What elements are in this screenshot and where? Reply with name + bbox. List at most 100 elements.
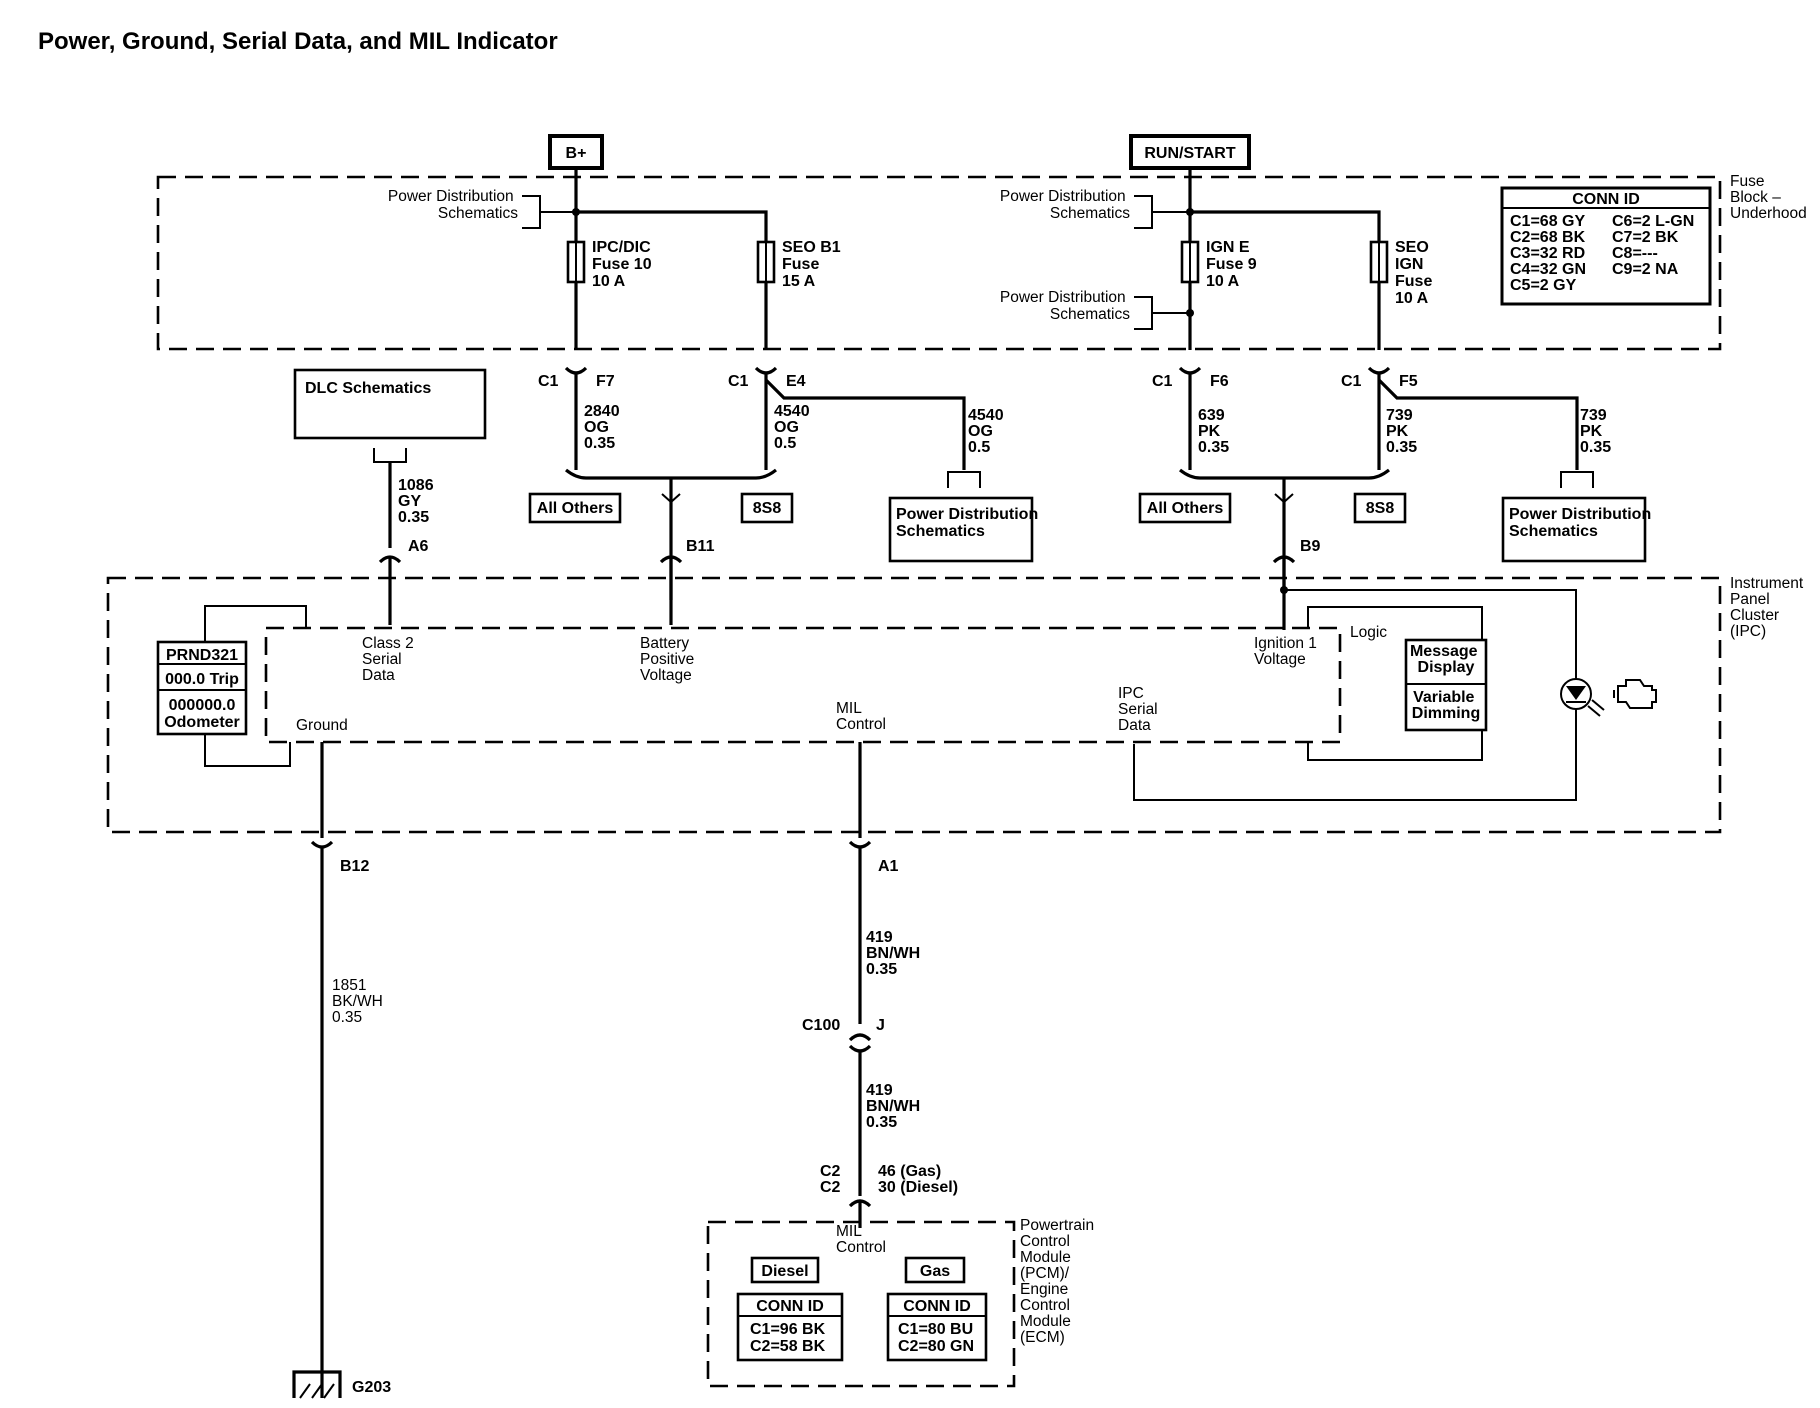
wire-739a: 739 PK 0.35 [1386,407,1417,456]
ipc-boundary [106,576,1722,834]
run-start-source [1129,134,1251,170]
diesel-conn-id-table [736,1292,844,1362]
conn-id-left-list: C1=68 GY C2=68 BK C3=32 RD C4=32 GN C5=2… [1510,213,1591,294]
pcm-ecm-label: Powertrain Control Module (PCM)/ Engine … [1020,1217,1098,1346]
fuse-seo-b1-label: SEO B1 Fuse 15 A [782,239,845,290]
gas-conn-id-table [886,1292,988,1362]
pd-bracket-right-mid [1134,296,1153,330]
c2-pins-label: 46 (Gas) 30 (Diesel) [878,1163,958,1196]
diagram-title: Power, Ground, Serial Data, and MIL Indi… [38,28,558,55]
svg-text:CONN ID: CONN ID [756,1298,824,1315]
svg-text:DLC Schematics: DLC Schematics [305,380,431,397]
bplus-bus-wire [576,210,768,350]
ipc-logic-boundary [264,626,1342,744]
svg-text:Message Display: Message Display [1410,643,1482,676]
connector-a1 [848,840,872,849]
ipc-label: Instrument Panel Cluster (IPC) [1730,575,1808,640]
ipc-logic-label: Logic [1350,624,1387,641]
pd-box-left-text: Power Distribution Schematics [896,506,1043,540]
wire-4540a: 4540 OG 0.5 [774,403,814,452]
c1-e4-c1: C1 [728,373,749,390]
ipc-battery-label: Battery Positive Voltage [640,635,699,684]
pd-right-mid-text: Power Distribution Schematics [1000,289,1130,323]
run-bus-wire [1190,210,1381,350]
ipc-mil-control-label: MIL Control [836,700,886,733]
svg-text:All Others: All Others [537,500,614,517]
svg-text:A6: A6 [408,538,429,555]
diesel-box [750,1256,820,1284]
fuse-seo-ign-label: SEO IGN Fuse 10 A [1395,239,1437,307]
ss8-left [740,492,794,524]
splice-bus-right [1179,468,1390,480]
ipc-ignition-label: Ignition 1 Voltage [1254,635,1321,668]
connector-b12 [310,840,334,849]
pd-right-top-text: Power Distribution Schematics [1000,188,1130,222]
conn-id-right-list: C6=2 L-GN C7=2 BK C8=--- C9=2 NA [1612,213,1699,278]
splice-bus-left [565,468,777,480]
ipc-serial-label: IPC Serial Data [1118,685,1162,734]
pd-box-left [888,496,1034,563]
svg-text:B9: B9 [1300,538,1321,555]
c1-f7-pin: F7 [596,373,615,390]
wire-1851-label: 1851 BK/WH 0.35 [332,977,387,1026]
c2-pair-label: C2 C2 [820,1163,845,1196]
c1-f7-c1: C1 [538,373,559,390]
ground-symbol-g203 [292,1370,342,1399]
wire-4540-branch [764,378,966,470]
wire-639: 639 PK 0.35 [1198,407,1229,456]
wire-419b-label: 419 BN/WH 0.35 [866,1082,925,1131]
wire-2840: 2840 OG 0.35 [584,403,624,452]
dlc-schematics-box [293,368,487,440]
pd-box-right [1501,496,1647,563]
pd-box-right-text: Power Distribution Schematics [1509,506,1656,540]
fuse-block-label: Fuse Block – Underhood [1730,173,1807,222]
variable-dimming-label: Variable Dimming [1412,689,1480,722]
svg-text:C1=80 BU C2=80 GN: C1=80 BU C2=80 GN [898,1321,978,1355]
svg-text:A1: A1 [878,858,899,875]
svg-text:C1: C1 [1341,373,1362,390]
pcm-mil-control-label: MIL Control [836,1223,886,1256]
ipc-class2-label: Class 2 Serial Data [362,635,418,684]
svg-text:PRND321: PRND321 [166,647,238,664]
pd-left-text: Power Distribution Schematics [388,188,518,222]
svg-text:F5: F5 [1399,373,1418,390]
svg-text:CONN ID: CONN ID [903,1298,971,1315]
ss8-right [1353,492,1407,524]
svg-text:Odometer: Odometer [164,714,240,731]
svg-text:C100: C100 [802,1017,840,1034]
ipc-internal-loop [1133,589,1577,801]
ground-g203-label: G203 [352,1379,391,1396]
run-start-label: RUN/START [1144,145,1235,162]
svg-text:000000.0: 000000.0 [169,697,236,714]
svg-text:Diesel: Diesel [761,1263,808,1280]
svg-text:C1=96 BK C2=58 BK: C1=96 BK C2=58 BK [750,1321,830,1355]
gas-box [904,1256,966,1284]
odometer-display [156,640,248,736]
fuse-block-boundary [156,175,1722,351]
svg-text:Gas: Gas [920,1263,950,1280]
wire-739-branch [1377,378,1579,470]
svg-text:B12: B12 [340,858,369,875]
svg-text:B11: B11 [686,538,715,555]
conn-id-header: CONN ID [1572,191,1640,208]
fuse-ign-e-label: IGN E Fuse 9 10 A [1206,239,1261,290]
wire-419a-label: 419 BN/WH 0.35 [866,929,925,978]
svg-text:J: J [876,1017,885,1034]
svg-text:8S8: 8S8 [1366,500,1395,517]
wire-739b: 739 PK 0.35 [1580,407,1611,456]
all-others-right [1138,492,1232,524]
svg-text:C1: C1 [1152,373,1173,390]
svg-text:F6: F6 [1210,373,1229,390]
pcm-ecm-boundary [706,1220,1016,1388]
bplus-label: B+ [566,145,587,162]
pd-bracket-left [522,195,541,229]
c1-e4-pin: E4 [786,373,806,390]
wire-1086-label: 1086 GY 0.35 [398,477,438,526]
all-others-left [528,492,622,524]
fuse-ipc-dic-label: IPC/DIC Fuse 10 10 A [592,239,656,290]
pd-bracket-right-top [1134,195,1153,229]
svg-text:All Others: All Others [1147,500,1224,517]
connector-c100 [848,1033,872,1042]
wire-4540b: 4540 OG 0.5 [968,407,1008,456]
